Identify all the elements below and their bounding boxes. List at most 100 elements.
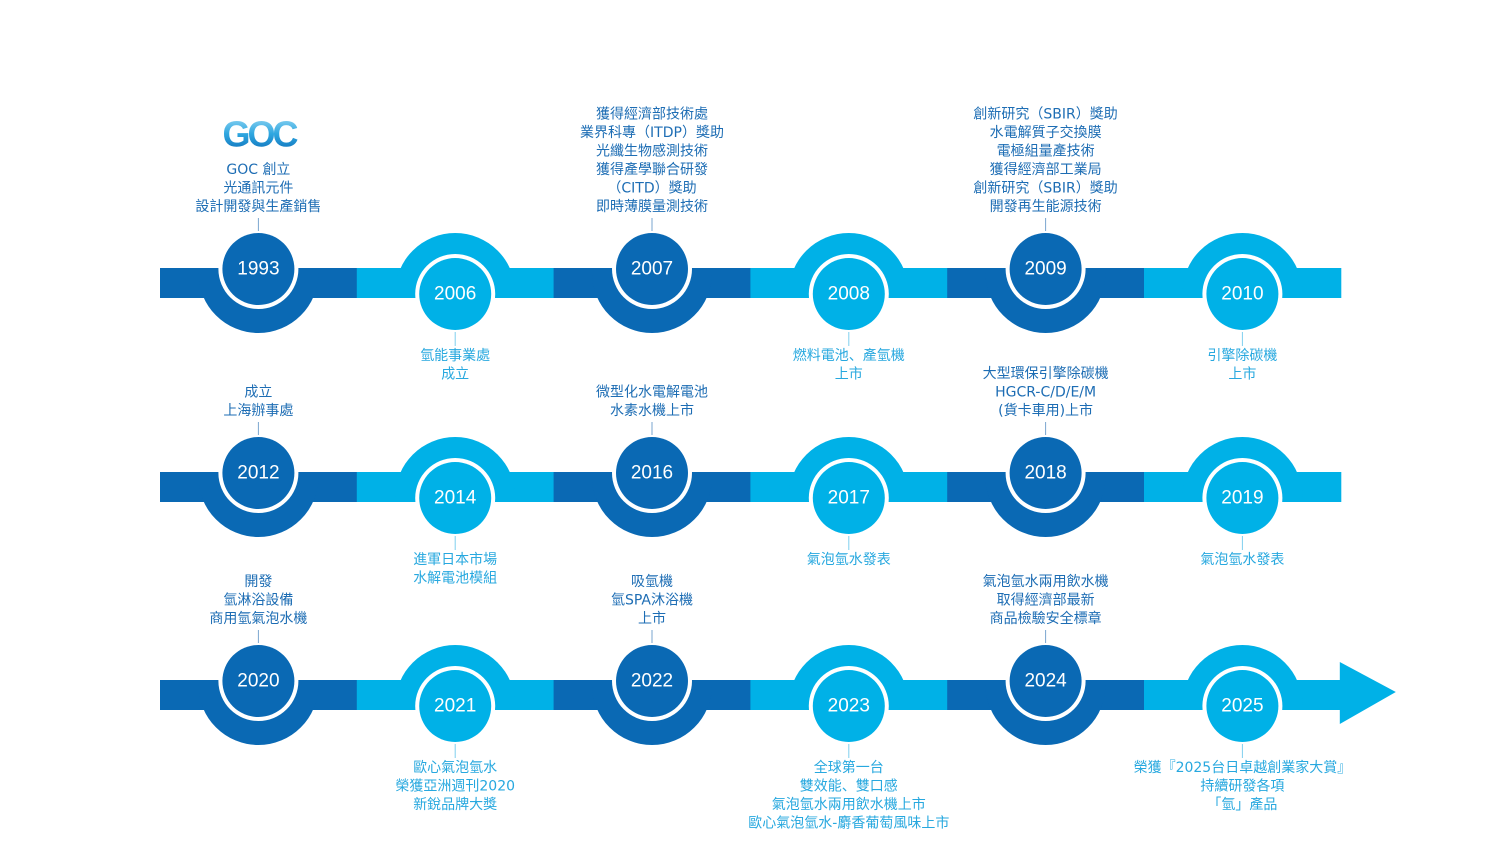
event-description-line: 創新研究（SBIR）獎助 [973, 181, 1117, 197]
event-description-line: 光通訊元件 [223, 181, 293, 197]
event-description-line: 新銳品牌大獎 [413, 796, 497, 813]
year-node [222, 645, 295, 717]
timeline-event: 2009創新研究（SBIR）獎助水電解質子交換膜電極組量產技術獲得經濟部工業局創… [947, 107, 1145, 333]
year-label: 2008 [828, 284, 870, 305]
year-label: 1993 [237, 259, 279, 280]
year-node [812, 670, 885, 742]
year-node [419, 670, 492, 742]
timeline-event: 2025 榮獲『2025台日卓越創業家大賞』持續研發各項「氫」產品 [1134, 645, 1352, 813]
event-description-line: 微型化水電解電池 [596, 385, 708, 401]
event-description-line: 成立 [441, 367, 469, 383]
event-description-line: 水解電池模組 [413, 571, 497, 587]
year-label: 2006 [434, 284, 476, 305]
year-node [1009, 645, 1082, 717]
year-label: 2022 [631, 671, 673, 692]
year-label: 2020 [237, 671, 279, 692]
year-node [616, 437, 688, 509]
timeline-event: 2019 氣泡氫水發表 [1144, 437, 1342, 568]
timeline-row: 2012成立上海辦事處2014進軍日本市場水解電池模組2016微型化水電解電池水… [160, 366, 1342, 587]
event-description-line: 業界科專（ITDP）獎助 [580, 125, 724, 141]
event-description-line: 氫SPA沐浴機 [611, 593, 693, 609]
event-description-line: 持續研發各項 [1200, 779, 1284, 795]
event-description-line: 電極組量產技術 [997, 143, 1095, 160]
event-description-line: 全球第一台 [814, 759, 884, 776]
year-node [1009, 233, 1082, 305]
year-node [222, 437, 295, 509]
event-description-line: HGCR-C/D/E/M [995, 385, 1096, 401]
year-node [616, 645, 688, 717]
year-node [1206, 258, 1279, 330]
event-description-line: 「氫」產品 [1207, 796, 1277, 813]
event-description-line: 吸氫機 [631, 574, 673, 590]
event-description-line: 上市 [1228, 366, 1256, 383]
year-node [419, 462, 492, 534]
year-node [1206, 462, 1279, 534]
event-description-line: 歐心氣泡氫水 [413, 760, 497, 776]
year-node [222, 233, 295, 305]
year-label: 2018 [1024, 463, 1066, 484]
year-label: 2021 [434, 696, 476, 717]
timeline-event: 2017 氣泡氫水發表 [750, 437, 948, 568]
year-node [812, 462, 885, 534]
event-description-line: 上市 [835, 366, 863, 383]
event-description-line: 榮獲亞洲週刊2020 [395, 779, 515, 795]
timeline-event: 2007 獲得經濟部技術處業界科專（ITDP）獎助光纖生物感測技術獲得產學聯合研發… [553, 106, 751, 333]
event-description-line: 開發 [244, 574, 272, 590]
year-node [616, 233, 688, 305]
year-label: 2025 [1221, 696, 1263, 717]
event-description-line: 氣泡氫水發表 [1200, 552, 1284, 568]
event-description-line: 氫能事業處 [420, 348, 490, 364]
year-label: 2024 [1024, 671, 1067, 692]
year-label: 2012 [237, 463, 279, 484]
event-description-line: 歐心氣泡氫水-麝香葡萄風味上市 [748, 815, 949, 832]
event-description-line: 即時薄膜量測技術 [596, 199, 708, 215]
event-description-line: 水素水機上市 [610, 402, 694, 419]
year-node [812, 258, 885, 330]
event-description-line: 氫淋浴設備 [223, 593, 293, 609]
event-description-line: 光纖生物感測技術 [596, 143, 708, 160]
event-description-line: 氣泡氫水發表 [807, 552, 891, 568]
event-description-line: 水電解質子交換膜 [990, 124, 1102, 141]
year-label: 2019 [1221, 488, 1263, 509]
year-node [1206, 670, 1279, 742]
event-description-line: 開發再生能源技術 [990, 199, 1102, 215]
timeline-event: 2023 全球第一台雙效能、雙口感氣泡氫水兩用飲水機上市歐心氣泡氫水-麝香葡萄風味… [748, 645, 949, 832]
event-description-line: 榮獲『2025台日卓越創業家大賞』 [1134, 759, 1352, 776]
event-description-line: 獲得經濟部技術處 [596, 106, 708, 123]
goc-logo: GOC [222, 114, 298, 155]
event-description-line: 引擎除碳機 [1207, 348, 1277, 364]
event-description-line: GOC 創立 [226, 162, 290, 178]
arrow-head-icon [1339, 662, 1396, 724]
event-description-line: 創新研究（SBIR）獎助 [973, 107, 1117, 123]
event-description-line: 設計開發與生產銷售 [195, 198, 321, 215]
year-label: 2007 [631, 259, 673, 280]
year-label: 2009 [1024, 259, 1066, 280]
event-description-line: 商用氫氣泡水機 [209, 611, 307, 627]
event-description-line: 上市 [638, 610, 666, 627]
event-description-line: 上海辦事處 [223, 403, 293, 419]
year-label: 2023 [828, 696, 870, 717]
event-description-line: 雙效能、雙口感 [800, 778, 898, 795]
year-label: 2014 [434, 488, 477, 509]
event-description-line: 獲得產學聯合研發 [596, 161, 708, 178]
year-label: 2017 [828, 488, 870, 509]
event-description-line: 商品檢驗安全標章 [990, 610, 1102, 627]
year-label: 2010 [1221, 284, 1263, 305]
event-description-line: 氣泡氫水兩用飲水機 [983, 574, 1109, 590]
event-description-line: 燃料電池、產氫機 [793, 347, 905, 364]
event-description-line: 氣泡氫水兩用飲水機上市 [772, 796, 926, 813]
event-description-line: 取得經濟部最新 [997, 592, 1095, 609]
